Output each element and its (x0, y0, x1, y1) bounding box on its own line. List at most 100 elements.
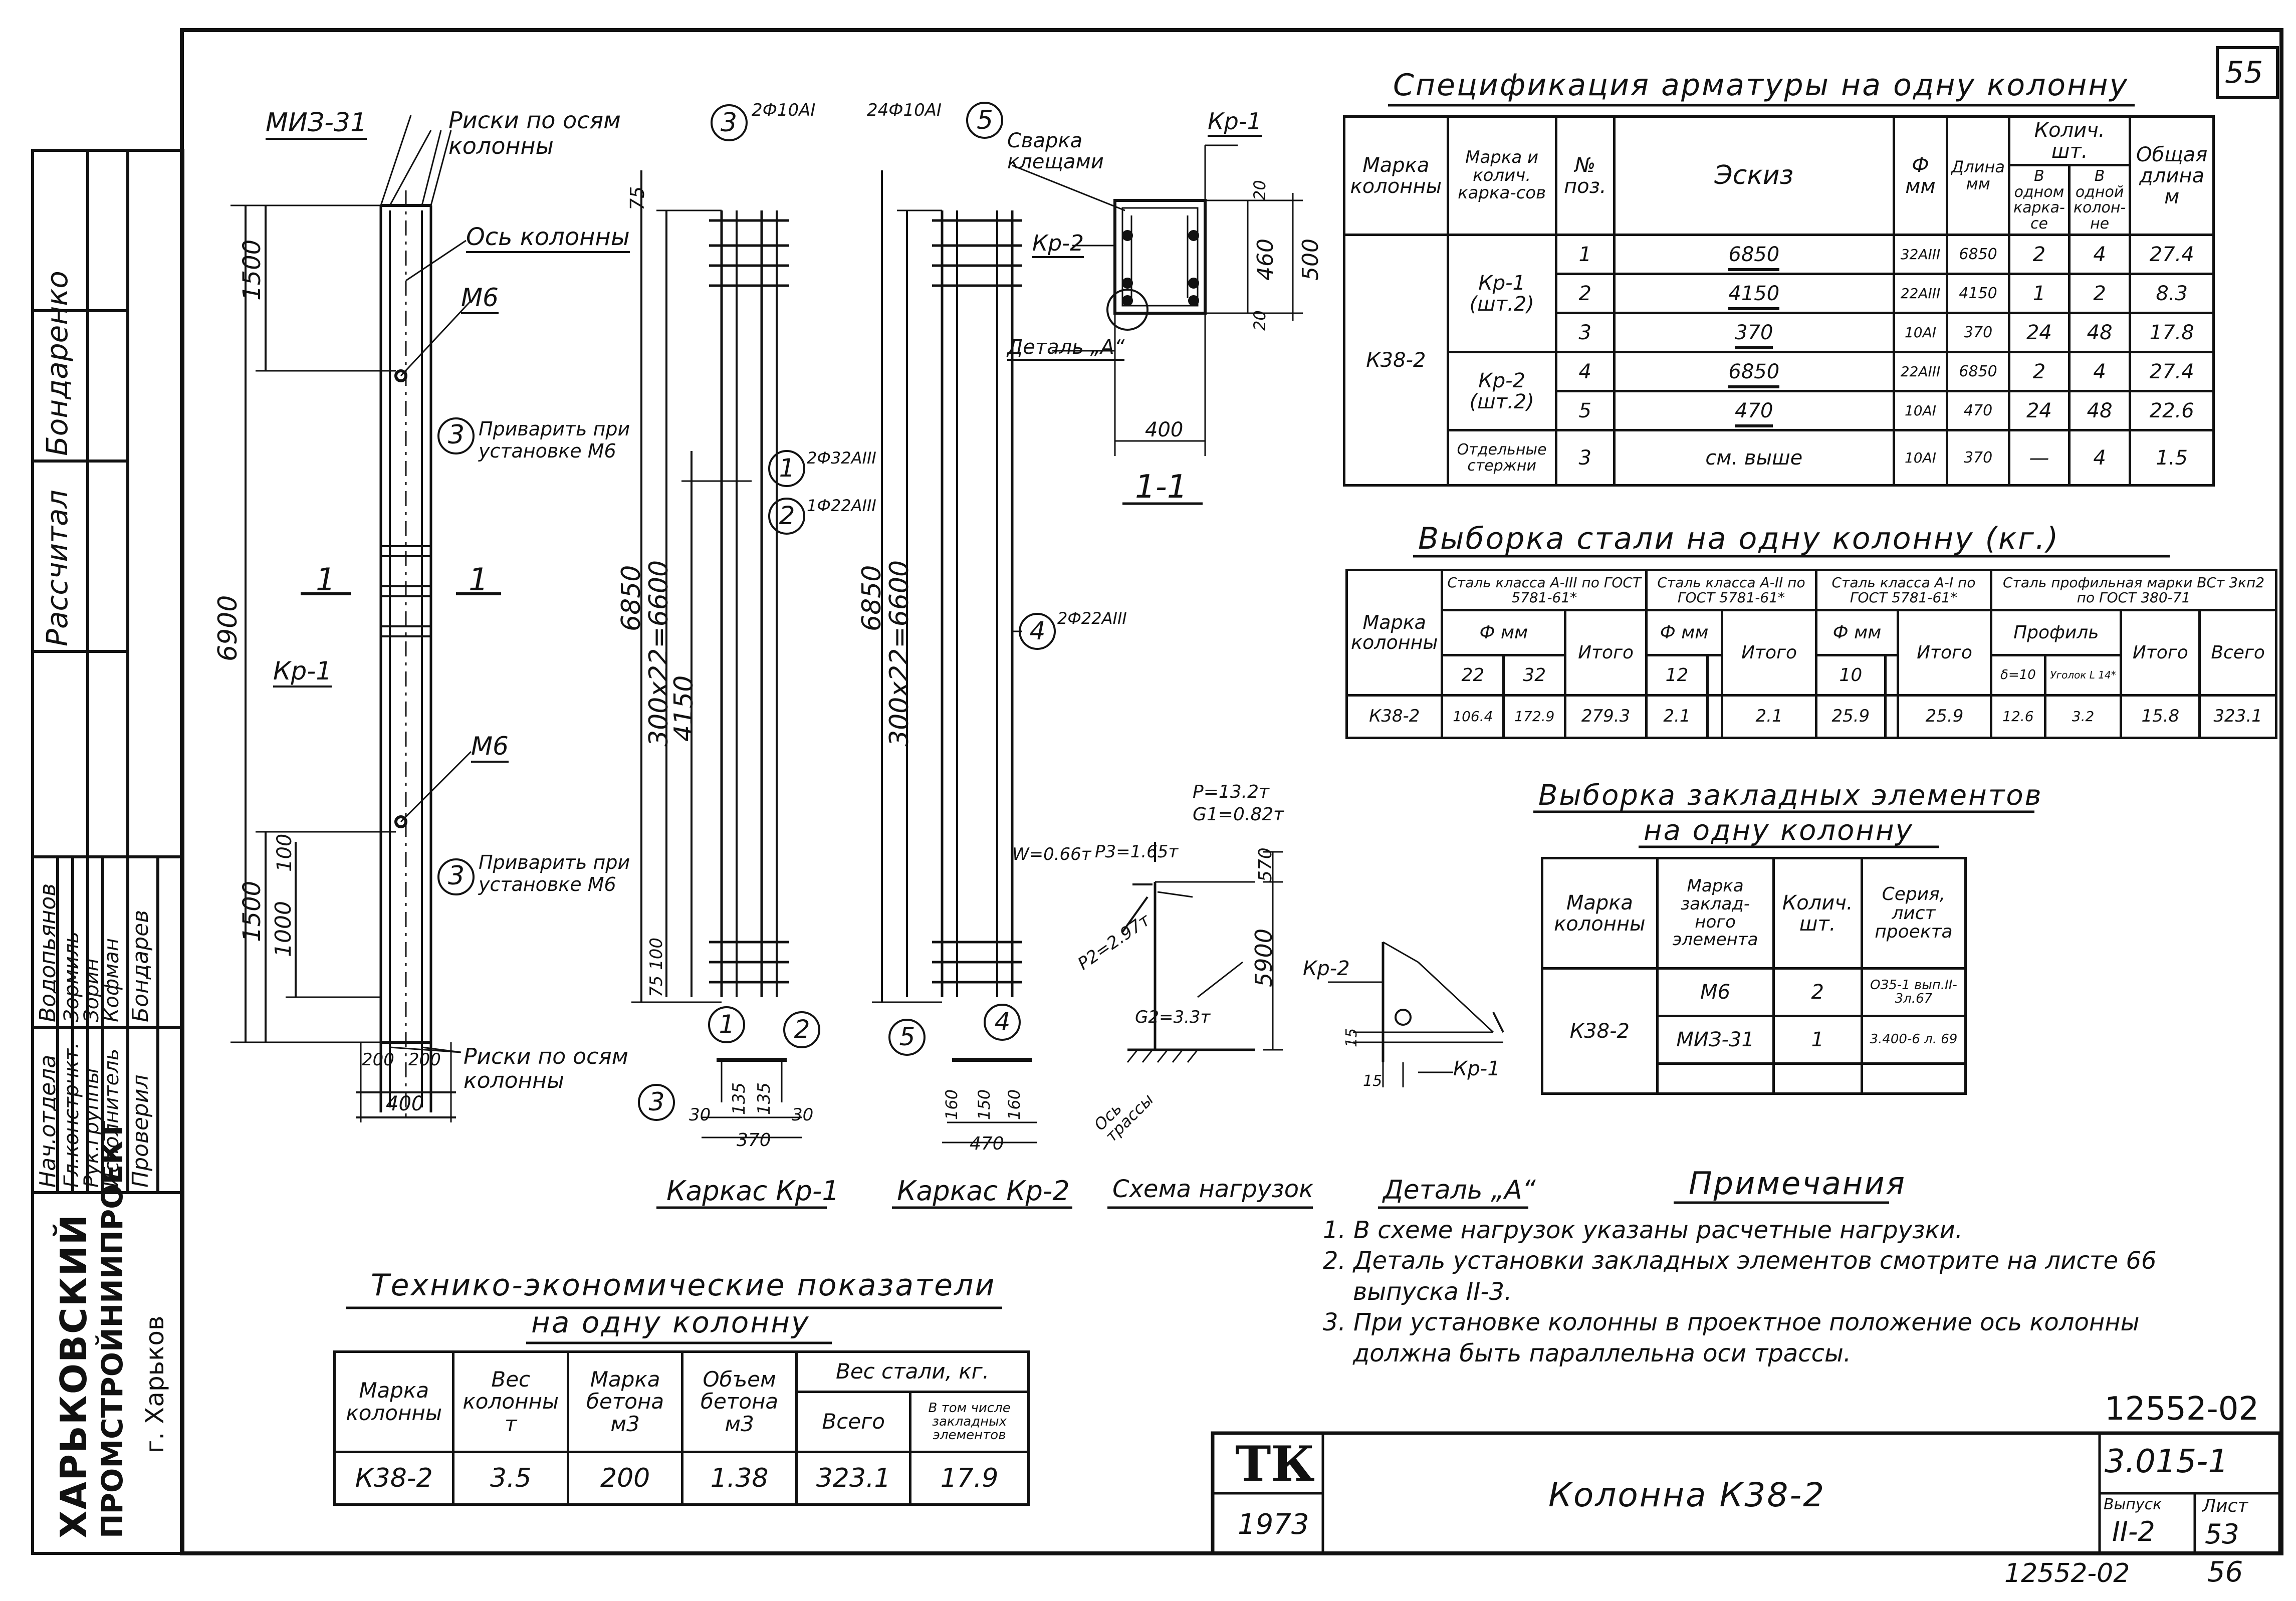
kr1-sec-total: 370 (737, 1130, 771, 1151)
steel-h-itogo-a2: Итого (1721, 609, 1817, 697)
kr1-pos-1-text: 2Ф32АIII (807, 448, 876, 468)
kr1-caption: Каркас Кр-1 (666, 1175, 839, 1207)
note-3: 3. При установке колонны в проектное пол… (1323, 1308, 2140, 1337)
detail-d15a: 15 (1343, 1028, 1360, 1047)
tep-h-steel: Вес стали, кг. (795, 1350, 1030, 1393)
kr1-dim-75: 75 (626, 186, 648, 210)
embedded-title-2: на одну колонну (1644, 814, 1914, 847)
spec-cell: 470 (1946, 390, 2010, 431)
steel-h-a3: Сталь класса А-III по ГОСТ 5781-61* (1441, 569, 1648, 611)
page-bottom: 56 (2207, 1556, 2243, 1588)
spec-h-mark: Марка колонны (1343, 115, 1449, 236)
kr1-dim-bottom: 75 100 (646, 938, 666, 997)
emb-cell: М6 (1656, 967, 1775, 1017)
spec-cell: 1.5 (2129, 429, 2215, 487)
spec-cell: 10АI (1892, 312, 1949, 353)
spec-cell: 4 (2068, 429, 2132, 487)
kr1-callout-3b: 3 (720, 108, 738, 138)
load-w: W=0.66т (1012, 844, 1091, 864)
emb-h-ref: Серия, лист проекта (1860, 857, 1967, 970)
steel-h-a1: Сталь класса А-I по ГОСТ 5781-61* (1814, 569, 1993, 611)
kr2-sec-dim-160b: 160 (1005, 1089, 1024, 1120)
spec-h-per-column: В одной колон-не (2068, 164, 2132, 236)
emb-h-mark: Марка колонны (1541, 857, 1659, 970)
role-executor: Исполнитель (100, 1048, 123, 1188)
steel-cell: 3.2 (2043, 694, 2123, 739)
tep-cell: 1.38 (681, 1451, 798, 1506)
steel-h-diam-a1: Ф мм (1814, 609, 1899, 656)
steel-title: Выборка стали на одну колонну (кг.) (1418, 521, 2060, 556)
steel-h-mark: Марка колонны (1345, 569, 1444, 697)
spec-cell: 24 (2008, 312, 2071, 353)
section-mark-left: 1 (316, 561, 336, 598)
code-top: 12552-02 (2105, 1391, 2259, 1428)
kr2-callout-5: 5 (976, 105, 994, 135)
spec-cell: 2 (2008, 351, 2071, 392)
spec-cell: 1 (2008, 273, 2071, 314)
steel-h-a2: Сталь класса А-II по ГОСТ 5781-61* (1645, 569, 1817, 611)
calculated-label: Рассчитал (40, 490, 74, 646)
kr1-pos-2: 2 (779, 501, 795, 530)
kr2-dim-6850: 6850 (857, 565, 887, 631)
emb-cell: 2 (1772, 967, 1863, 1017)
role-head: Нач.отдела (35, 1054, 61, 1188)
axis-label: Ось колонны (466, 223, 630, 253)
dim-400: 400 (386, 1092, 424, 1115)
dim-100: 100 (273, 833, 296, 872)
kr1-pos-1: 1 (779, 453, 795, 483)
spec-cell: 370 (1946, 312, 2010, 353)
axes-bottom-label: Риски по осям колонны (464, 1044, 628, 1094)
role-checked: Проверил (128, 1074, 153, 1188)
sec-dim-20a: 20 (1250, 180, 1269, 200)
steel-sub: δ=10 (1990, 654, 2046, 697)
note-1: 1. В схеме нагрузок указаны расчетные на… (1323, 1216, 1963, 1244)
steel-cell: 106.4 (1441, 694, 1505, 739)
kr1-label: Кр-1 (273, 656, 332, 688)
sec-dim-500: 500 (1298, 239, 1323, 281)
dim-200-b: 200 (408, 1050, 441, 1070)
spec-cell: 6850 (1946, 351, 2010, 392)
tep-h-mark: Марка колонны (333, 1350, 455, 1453)
spec-h-len: Длина мм (1946, 115, 2010, 236)
steel-h-itogo-a3: Итого (1564, 609, 1648, 697)
miz-label: МИЗ-31 (266, 108, 367, 140)
note-2: 2. Деталь установки закладных элементов … (1323, 1247, 2157, 1275)
kr2-pos-4: 4 (1029, 616, 1046, 645)
spec-cell: 2 (2068, 273, 2132, 314)
issue: II-2 (2112, 1516, 2155, 1547)
sec-dim-20b: 20 (1250, 310, 1269, 331)
detail-d15b: 15 (1363, 1072, 1383, 1090)
spec-h-pos: № поз. (1554, 115, 1616, 236)
spec-table: Марка колонны Марка и колич. карка-сов №… (1343, 115, 2215, 487)
kr2-top-bars: 24Ф10АI (867, 100, 942, 120)
tep-h-volume: Объем бетона м3 (681, 1350, 798, 1453)
tep-h-embedded: В том числе закладных элементов (909, 1391, 1030, 1453)
steel-cell: К38-2 (1345, 694, 1444, 739)
steel-cell: 2.1 (1645, 694, 1709, 739)
spec-cell: — (2008, 429, 2071, 487)
load-g1: G1=0.82т (1193, 804, 1284, 825)
callout-3-top: 3 (447, 420, 465, 450)
name-checked: Бондарев (128, 909, 153, 1022)
steel-cell: 12.6 (1990, 694, 2046, 739)
spec-cell: 8.3 (2129, 273, 2215, 314)
load-p: Р=13.2т (1193, 782, 1269, 802)
spec-h-qty: Колич. шт. (2007, 115, 2132, 166)
spec-cell: 2 (1554, 273, 1616, 314)
kr2-sec-pos-5: 5 (899, 1022, 915, 1051)
spec-cell: 10АI (1892, 390, 1949, 431)
steel-cell: 25.9 (1896, 694, 1993, 739)
tep-cell: К38-2 (333, 1451, 455, 1506)
spec-cell: 4150 (1946, 273, 2010, 314)
steel-h-vsego: Всего (2198, 609, 2277, 697)
kr2-sec-total: 470 (970, 1133, 1004, 1154)
kr1-sec-pos-2: 2 (794, 1015, 810, 1044)
embedded-table: Марка колонны Марка заклад-ного элемента… (1541, 857, 1967, 1095)
section-mark-right: 1 (469, 561, 489, 598)
tep-h-concrete: Марка бетона м3 (567, 1350, 684, 1453)
spec-cell: 24 (2008, 390, 2071, 431)
name-executor: Кофман (100, 938, 123, 1022)
steel-sub: 10 (1814, 654, 1887, 697)
spec-cell: 10АI (1892, 429, 1949, 487)
stamp-org: ХАРЬКОВСКИЙ (53, 1213, 95, 1538)
